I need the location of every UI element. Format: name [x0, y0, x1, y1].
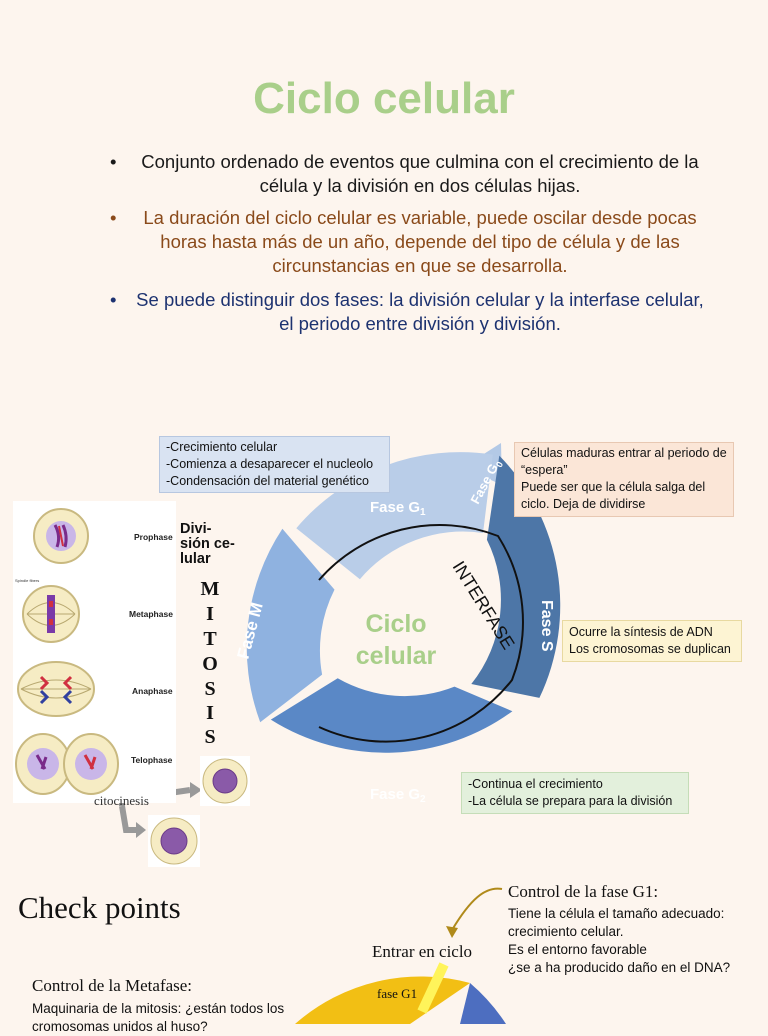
mitosis-letter: M: [200, 578, 220, 600]
citocinesis-arrow-down: [119, 805, 136, 833]
citocinesis-arrowhead-right: [190, 782, 202, 798]
checkpoint-wheel-s: [460, 983, 506, 1024]
g1-control-line: Es el entorno favorable: [508, 942, 647, 957]
checkpoints-title: Check points: [18, 890, 181, 925]
bullet-3: • Se puede distinguir dos fases: la divi…: [110, 288, 710, 336]
g1-info-line: -Comienza a desaparecer el nucleolo: [166, 457, 374, 471]
g1-control-list: Tiene la célula el tamaño adecuado: crec…: [508, 905, 730, 977]
g2-info-box: -Continua el crecimiento -La célula se p…: [461, 772, 689, 814]
g1-info-line: -Condensación del material genético: [166, 474, 369, 488]
g1-control-line: ¿se a ha producido daño en el DNA?: [508, 960, 731, 975]
interfase-arc: [318, 524, 524, 743]
mitosis-letter: O: [202, 653, 218, 675]
metaphase-control-title: Control de la Metafase:: [32, 976, 193, 995]
daughter-cell-1: [200, 756, 250, 806]
bullet-1-marker: •: [110, 151, 117, 172]
wheel-g1-label: fase G1: [377, 986, 417, 1001]
g1-control-line: crecimiento celular.: [508, 924, 624, 939]
g0-info-line: Puede ser que la célula salga del ciclo.…: [521, 480, 706, 511]
division-label-line: sión ce-: [180, 536, 235, 552]
division-label-line: lular: [180, 551, 211, 567]
metaphase-cell: Spindle fibers: [15, 578, 80, 643]
telophase-cell: [15, 733, 119, 795]
mitosis-letter: S: [204, 678, 216, 700]
entrar-en-ciclo-label: Entrar en ciclo: [372, 942, 473, 961]
mitosis-phases-panel: Spindle fibers Prophase Metaphase Anapha…: [13, 501, 176, 803]
citocinesis-arrowhead-down: [136, 822, 146, 838]
mitosis-letter: S: [204, 726, 216, 748]
g1-info-line: -Crecimiento celular: [166, 440, 278, 454]
bullet-2-text: La duración del ciclo celular es variabl…: [143, 207, 697, 276]
prophase-cell: [33, 508, 89, 564]
g0-info-box: Células maduras entrar al periodo de “es…: [514, 442, 734, 517]
bullet-1: • Conjunto ordenado de eventos que culmi…: [110, 150, 710, 198]
bullet-3-text: Se puede distinguir dos fases: la divisi…: [136, 289, 704, 334]
bullet-1-text: Conjunto ordenado de eventos que culmina…: [141, 151, 699, 196]
mitosis-illustrations: Spindle fibers: [15, 508, 119, 795]
phase-g2-label: Fase G2: [370, 786, 426, 805]
division-label-line: Divi-: [180, 521, 212, 537]
g2-info-line: -La célula se prepara para la división: [468, 794, 673, 808]
phase-s-label: Fase S: [538, 600, 555, 652]
ring-segment-g2: [270, 678, 513, 753]
s-info-line: Los cromosomas se duplican: [569, 642, 731, 656]
anaphase-label: Anaphase: [132, 686, 173, 696]
phase-g1-label: Fase G1: [370, 499, 426, 518]
ring-segment-m: [246, 528, 335, 723]
g1-checkpoint-arrow: [451, 887, 503, 931]
page-title: Ciclo celular: [253, 74, 515, 123]
g1-control-line: Tiene la célula el tamaño adecuado:: [508, 906, 725, 921]
anaphase-cell: [17, 661, 95, 717]
bullet-3-marker: •: [110, 289, 117, 310]
center-label-line2: celular: [356, 642, 437, 670]
mitosis-letter: I: [206, 702, 214, 724]
metaphase-control-text: Maquinaria de la mitosis: ¿están todos l…: [32, 1001, 285, 1034]
metaphase-label: Metaphase: [129, 609, 173, 619]
mitosis-letter: T: [203, 628, 217, 650]
division-celular-label: Divi- sión ce- lular: [180, 522, 250, 567]
daughter-cell-2: [148, 815, 200, 867]
center-label-line1: Ciclo: [365, 610, 426, 638]
g2-info-line: -Continua el crecimiento: [468, 777, 603, 791]
telophase-label: Telophase: [131, 755, 173, 765]
citocinesis-label: citocinesis: [94, 793, 149, 808]
s-info-line: Ocurre la síntesis de ADN: [569, 625, 713, 639]
bullet-2-marker: •: [110, 207, 117, 228]
ring-segment-g1: [296, 452, 493, 580]
g1-control-title: Control de la fase G1:: [508, 882, 659, 901]
g1-info-box: -Crecimiento celular -Comienza a desapar…: [159, 436, 390, 493]
mitosis-letter: I: [206, 603, 214, 625]
g0-info-line: Células maduras entrar al periodo de “es…: [521, 446, 727, 477]
s-info-box: Ocurre la síntesis de ADN Los cromosomas…: [562, 620, 742, 662]
bullet-2: • La duración del ciclo celular es varia…: [110, 206, 710, 278]
g1-checkpoint-arrowhead: [446, 926, 458, 938]
g1-checkpoint-bar: [417, 962, 449, 1014]
prophase-label: Prophase: [134, 532, 173, 542]
svg-text:Spindle fibers: Spindle fibers: [15, 578, 39, 583]
